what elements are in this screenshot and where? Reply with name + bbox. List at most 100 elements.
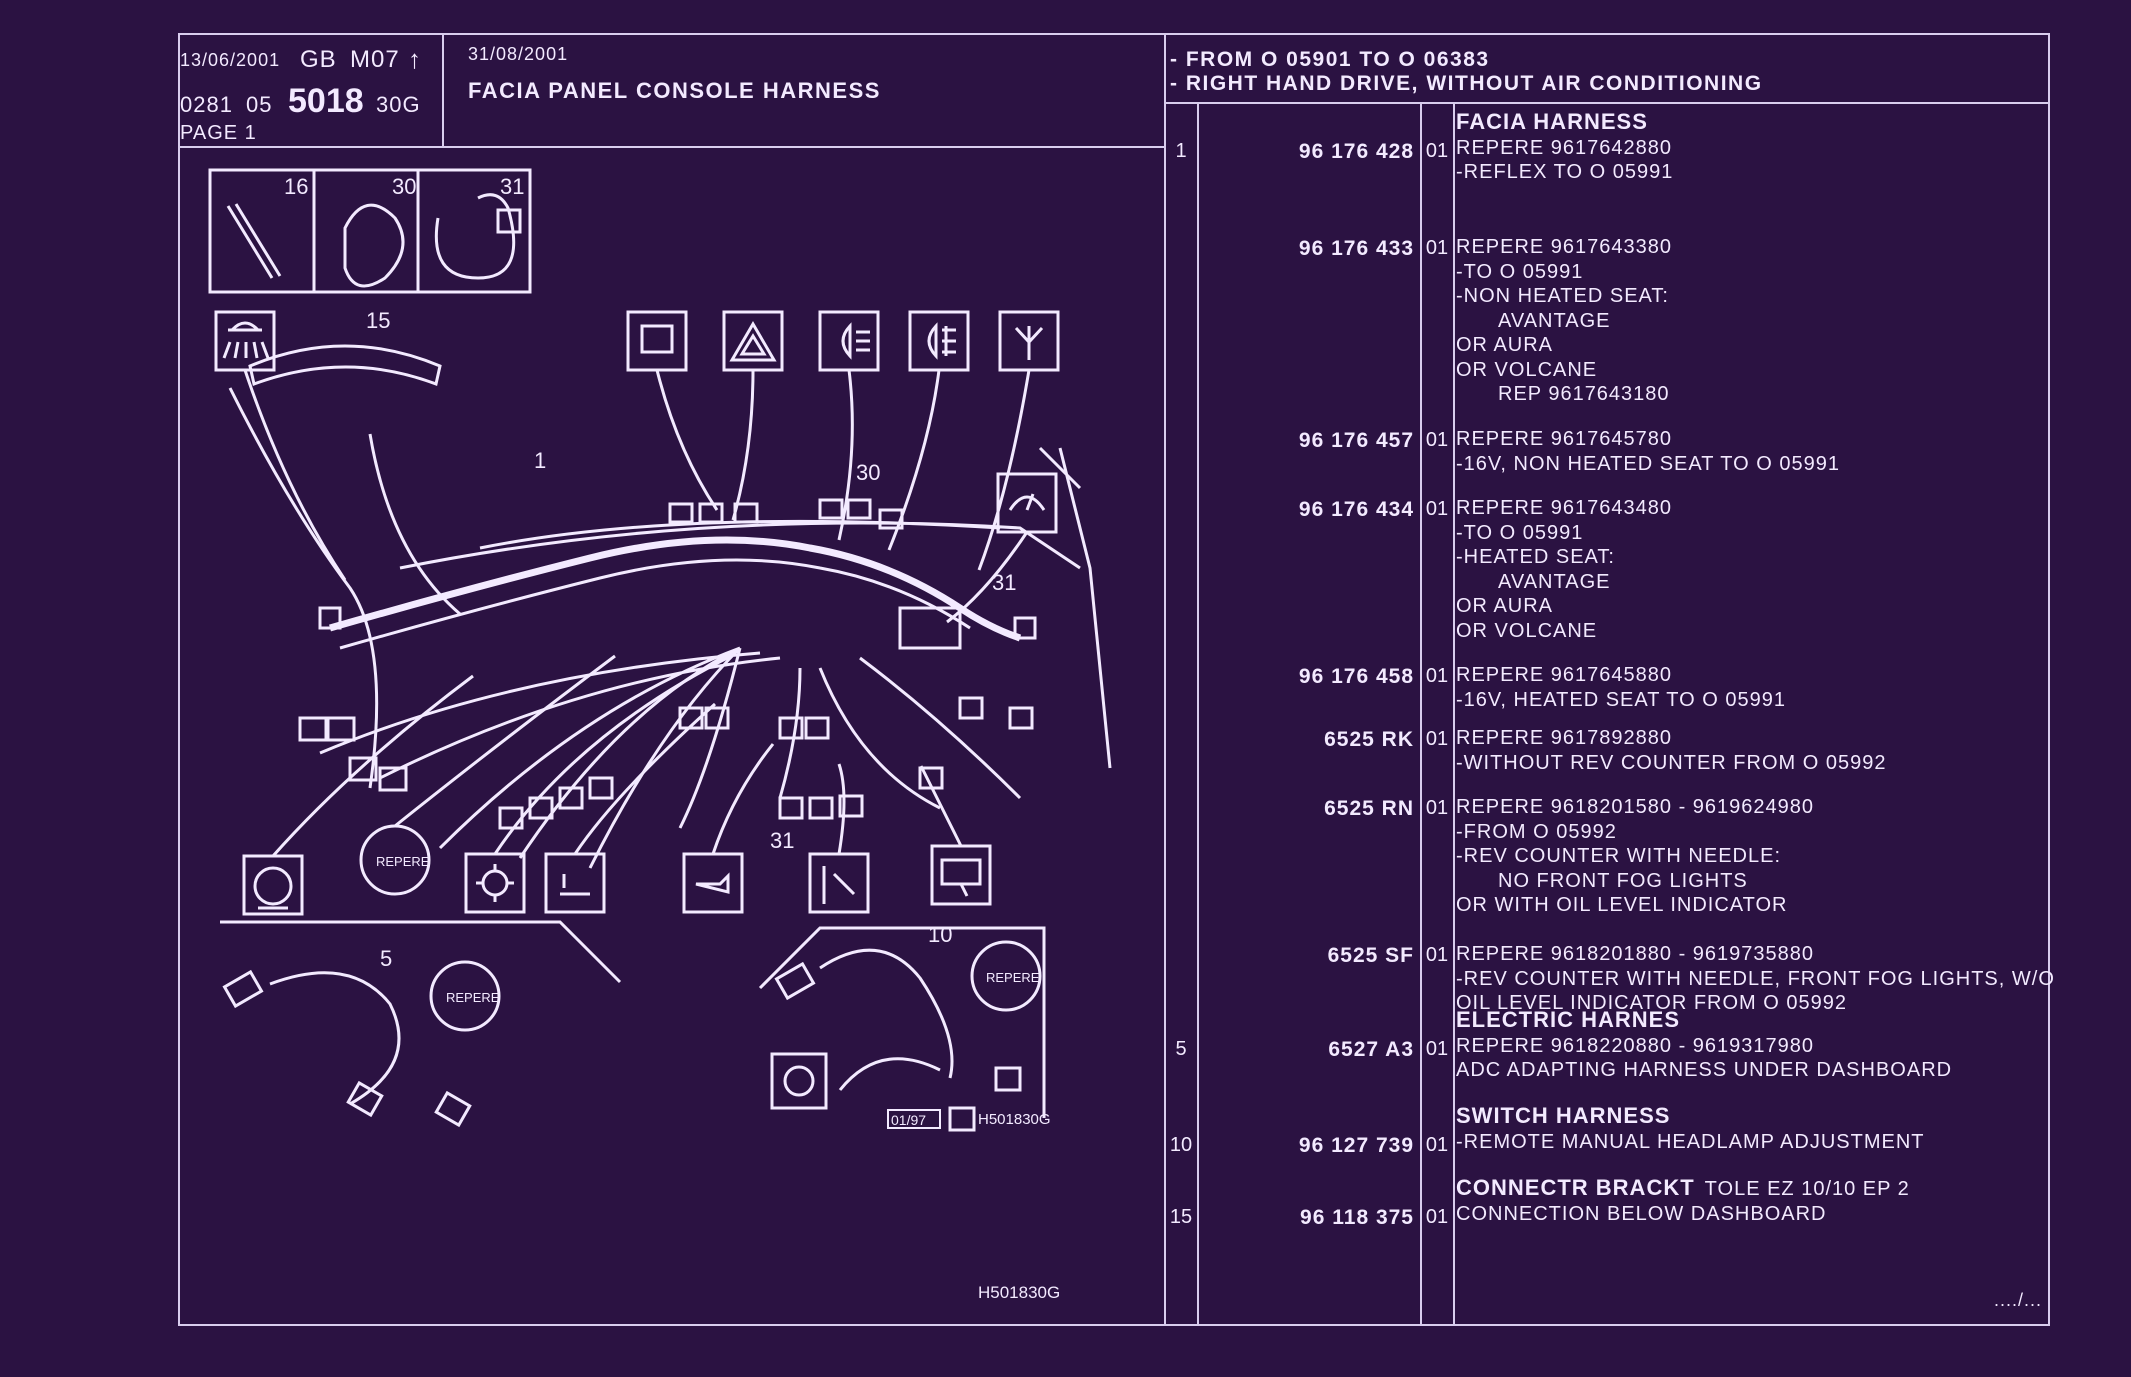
courtesy-light-icon <box>214 310 276 372</box>
section-number: 5018 <box>288 82 364 120</box>
part-description: REPERE 9617645880-16V, HEATED SEAT TO O … <box>1456 663 1786 712</box>
part-quantity: 01 <box>1425 944 1449 966</box>
part-number: 96 176 434 <box>1298 498 1414 521</box>
harness-diagram: 16 30 31 15 1 30 31 31 5 10 REPERE REPER… <box>208 168 1112 1302</box>
repere-badge-10 <box>970 940 1042 1012</box>
part-detail-line: -NON HEATED SEAT: <box>1456 285 1669 307</box>
part-detail-line: REPERE 9617643380 <box>1456 236 1673 258</box>
part-number: 96 127 739 <box>1298 1134 1414 1157</box>
part-detail-line: REPERE 9617645780 <box>1456 428 1673 450</box>
part-detail-line: -FROM O 05992 <box>1456 820 1617 843</box>
part-quantity: 01 <box>1425 728 1449 750</box>
part-ref: 10 <box>1169 1134 1193 1156</box>
part-ref: 5 <box>1175 1038 1187 1060</box>
date-issued: 13/06/2001 <box>180 50 281 70</box>
page-number: PAGE 1 <box>180 122 257 144</box>
part-number: 96 176 428 <box>1298 140 1414 163</box>
part-description: REPERE 9618201580 - 9619624980-FROM O 05… <box>1456 795 1814 918</box>
part-detail-line: REPERE 9617645880 <box>1456 664 1673 686</box>
part-detail-line: REPERE 9618220880 - 9619317980 <box>1456 1034 1815 1057</box>
code-b: 05 <box>246 92 273 117</box>
part-quantity: 01 <box>1425 237 1449 259</box>
rear-demist-icon <box>626 310 688 372</box>
part-detail-line: -REFLEX TO O 05991 <box>1456 161 1674 183</box>
callout-31c: 31 <box>770 828 794 853</box>
part-detail-line: -REMOTE MANUAL HEADLAMP ADJUSTMENT <box>1456 1130 1925 1153</box>
callout-1: 1 <box>534 448 546 473</box>
part-heading-tail: TOLE EZ 10/10 EP 2 <box>1704 1178 1910 1200</box>
part-quantity: 01 <box>1425 1206 1449 1228</box>
part-description: REPERE 9618201880 - 9619735880-REV COUNT… <box>1456 942 2055 1016</box>
part-detail-line: -REV COUNTER WITH NEEDLE: <box>1456 845 1782 867</box>
part-detail-line: OR VOLCANE <box>1456 619 1598 642</box>
inset-ref: H501830G <box>978 1111 1051 1128</box>
part-detail-line: AVANTAGE <box>1498 570 1611 593</box>
inset-code: 01/97 <box>891 1112 926 1128</box>
callout-30: 30 <box>392 174 416 199</box>
up-arrow-icon: ↑ <box>408 44 422 74</box>
date-revised: 31/08/2001 <box>468 44 569 64</box>
part-quantity: 01 <box>1425 665 1449 687</box>
part-31-box <box>416 168 532 294</box>
part-number: 6527 A3 <box>1328 1038 1414 1061</box>
fog-lamp-icon <box>908 310 970 372</box>
part-description: SWITCH HARNESS-REMOTE MANUAL HEADLAMP AD… <box>1456 1103 1925 1154</box>
part-quantity: 01 <box>1425 1134 1449 1156</box>
part-number: 96 118 375 <box>1300 1206 1414 1229</box>
part-description: REPERE 9617645780-16V, NON HEATED SEAT T… <box>1456 427 1840 476</box>
part-detail-line: -16V, HEATED SEAT TO O 05991 <box>1456 688 1787 711</box>
fog-lamp-switch-icon <box>770 1052 828 1110</box>
part-detail-line: REPERE 9617892880 <box>1456 727 1673 749</box>
part-quantity: 01 <box>1425 429 1449 451</box>
part-description: REPERE 9617892880-WITHOUT REV COUNTER FR… <box>1456 726 1886 775</box>
oil-level-icon <box>544 852 606 914</box>
part-detail-line: REPERE 9617643480 <box>1456 497 1673 519</box>
callout-31b: 31 <box>992 570 1016 595</box>
part-detail-line: REPERE 9617642880 <box>1456 136 1673 159</box>
page-title: FACIA PANEL CONSOLE HARNESS <box>468 78 881 103</box>
continued-marker: ..../... <box>1994 1290 2043 1310</box>
part-number: 6525 SF <box>1327 944 1414 967</box>
part-description: REPERE 9617643380-TO O 05991-NON HEATED … <box>1456 235 1672 407</box>
part-detail-line: NO FRONT FOG LIGHTS <box>1498 869 1748 892</box>
part-heading: ELECTRIC HARNES <box>1456 1007 1681 1032</box>
part-quantity: 01 <box>1425 1038 1449 1060</box>
part-number: 96 176 457 <box>1298 429 1414 452</box>
part-detail-line: OIL LEVEL INDICATOR FROM O 05992 <box>1456 992 1848 1014</box>
part-ref: 1 <box>1175 140 1187 162</box>
part-quantity: 01 <box>1425 797 1449 819</box>
part-detail-line: -HEATED SEAT: <box>1456 546 1615 568</box>
repere-badge-5 <box>429 960 501 1032</box>
heater-fan-icon <box>464 852 526 914</box>
code-a: 0281 <box>180 92 233 117</box>
part-detail-line: AVANTAGE <box>1498 309 1611 332</box>
part-detail-line: -TO O 05991 <box>1456 260 1584 283</box>
part-number: 6525 RN <box>1324 797 1414 820</box>
part-detail-line: CONNECTION BELOW DASHBOARD <box>1456 1202 1827 1225</box>
repere-text-2: REPERE <box>446 990 500 1005</box>
part-detail-line: OR WITH OIL LEVEL INDICATOR <box>1456 894 1788 916</box>
callout-31: 31 <box>500 174 524 199</box>
part-detail-line: -16V, NON HEATED SEAT TO O 05991 <box>1456 452 1841 475</box>
condition-range: - FROM O 05901 TO O 06383 <box>1170 48 1490 71</box>
code-c: 30G <box>376 92 421 117</box>
callout-5: 5 <box>380 946 392 971</box>
diagram-reference: H501830G <box>978 1283 1060 1302</box>
country-code: GB <box>300 46 337 73</box>
part-ref: 15 <box>1169 1206 1193 1228</box>
part-detail-line: REPERE 9618201880 - 9619735880 <box>1456 943 1815 965</box>
part-description: REPERE 9617643480-TO O 05991-HEATED SEAT… <box>1456 496 1672 643</box>
condition-drive: - RIGHT HAND DRIVE, WITHOUT AIR CONDITIO… <box>1170 72 1763 95</box>
repere-text-1: REPERE <box>376 854 430 869</box>
part-heading: SWITCH HARNESS <box>1456 1103 1671 1128</box>
part-detail-line: OR VOLCANE <box>1456 358 1598 381</box>
part-detail-line: OR AURA <box>1456 595 1554 617</box>
part-number: 96 176 458 <box>1298 665 1414 688</box>
part-heading: FACIA HARNESS <box>1456 109 1648 134</box>
callout-10: 10 <box>928 922 952 947</box>
callout-15: 15 <box>366 308 390 333</box>
part-detail-line: -REV COUNTER WITH NEEDLE, FRONT FOG LIGH… <box>1456 967 2055 990</box>
